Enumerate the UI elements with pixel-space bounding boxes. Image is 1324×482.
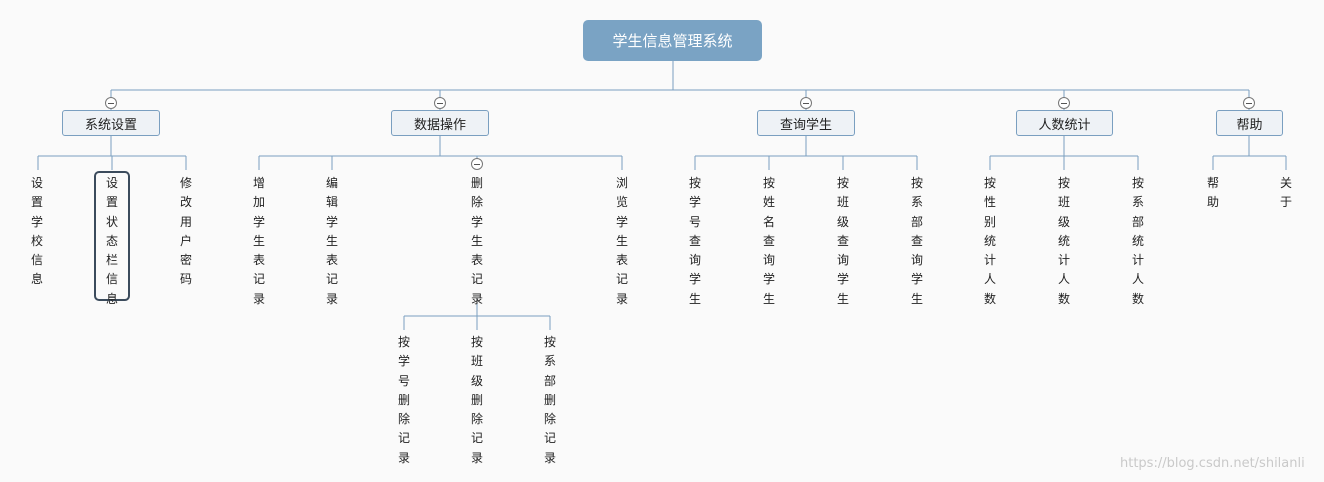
node-count-by-class[interactable]: 按班级统计人数 (1057, 176, 1070, 306)
node-add-record[interactable]: 增加学生表记录 (252, 176, 265, 306)
watermark: https://blog.csdn.net/shilanli (1120, 456, 1305, 471)
collapse-icon[interactable] (1243, 97, 1255, 109)
collapse-icon[interactable] (471, 158, 483, 170)
node-query-by-id[interactable]: 按学号查询学生 (688, 176, 701, 306)
node-set-school-info[interactable]: 设置学校信息 (30, 176, 43, 287)
node-edit-record[interactable]: 编辑学生表记录 (325, 176, 338, 306)
node-help[interactable]: 帮助 (1206, 176, 1219, 210)
node-browse-record[interactable]: 浏览学生表记录 (615, 176, 628, 306)
collapse-icon[interactable] (1058, 97, 1070, 109)
collapse-icon[interactable] (434, 97, 446, 109)
node-query-by-class[interactable]: 按班级查询学生 (836, 176, 849, 306)
node-query-by-name[interactable]: 按姓名查询学生 (762, 176, 775, 306)
category-query-students[interactable]: 查询学生 (757, 110, 855, 136)
node-delete-record[interactable]: 删除学生表记录 (470, 176, 483, 306)
category-data-operations[interactable]: 数据操作 (391, 110, 489, 136)
collapse-icon[interactable] (800, 97, 812, 109)
category-system-settings[interactable]: 系统设置 (62, 110, 160, 136)
node-count-by-dept[interactable]: 按系部统计人数 (1131, 176, 1144, 306)
collapse-icon[interactable] (105, 97, 117, 109)
selection-highlight (94, 171, 130, 301)
node-query-by-dept[interactable]: 按系部查询学生 (910, 176, 923, 306)
node-count-by-gender[interactable]: 按性别统计人数 (983, 176, 996, 306)
root-node[interactable]: 学生信息管理系统 (583, 20, 762, 61)
node-delete-by-class[interactable]: 按班级删除记录 (470, 335, 483, 465)
node-delete-by-id[interactable]: 按学号删除记录 (397, 335, 410, 465)
category-help[interactable]: 帮助 (1216, 110, 1283, 136)
node-change-password[interactable]: 修改用户密码 (179, 176, 192, 287)
node-delete-by-dept[interactable]: 按系部删除记录 (543, 335, 556, 465)
node-set-statusbar-info[interactable]: 设置状态栏信息 (105, 176, 118, 306)
node-about[interactable]: 关于 (1279, 176, 1292, 210)
category-headcount-stats[interactable]: 人数统计 (1016, 110, 1113, 136)
